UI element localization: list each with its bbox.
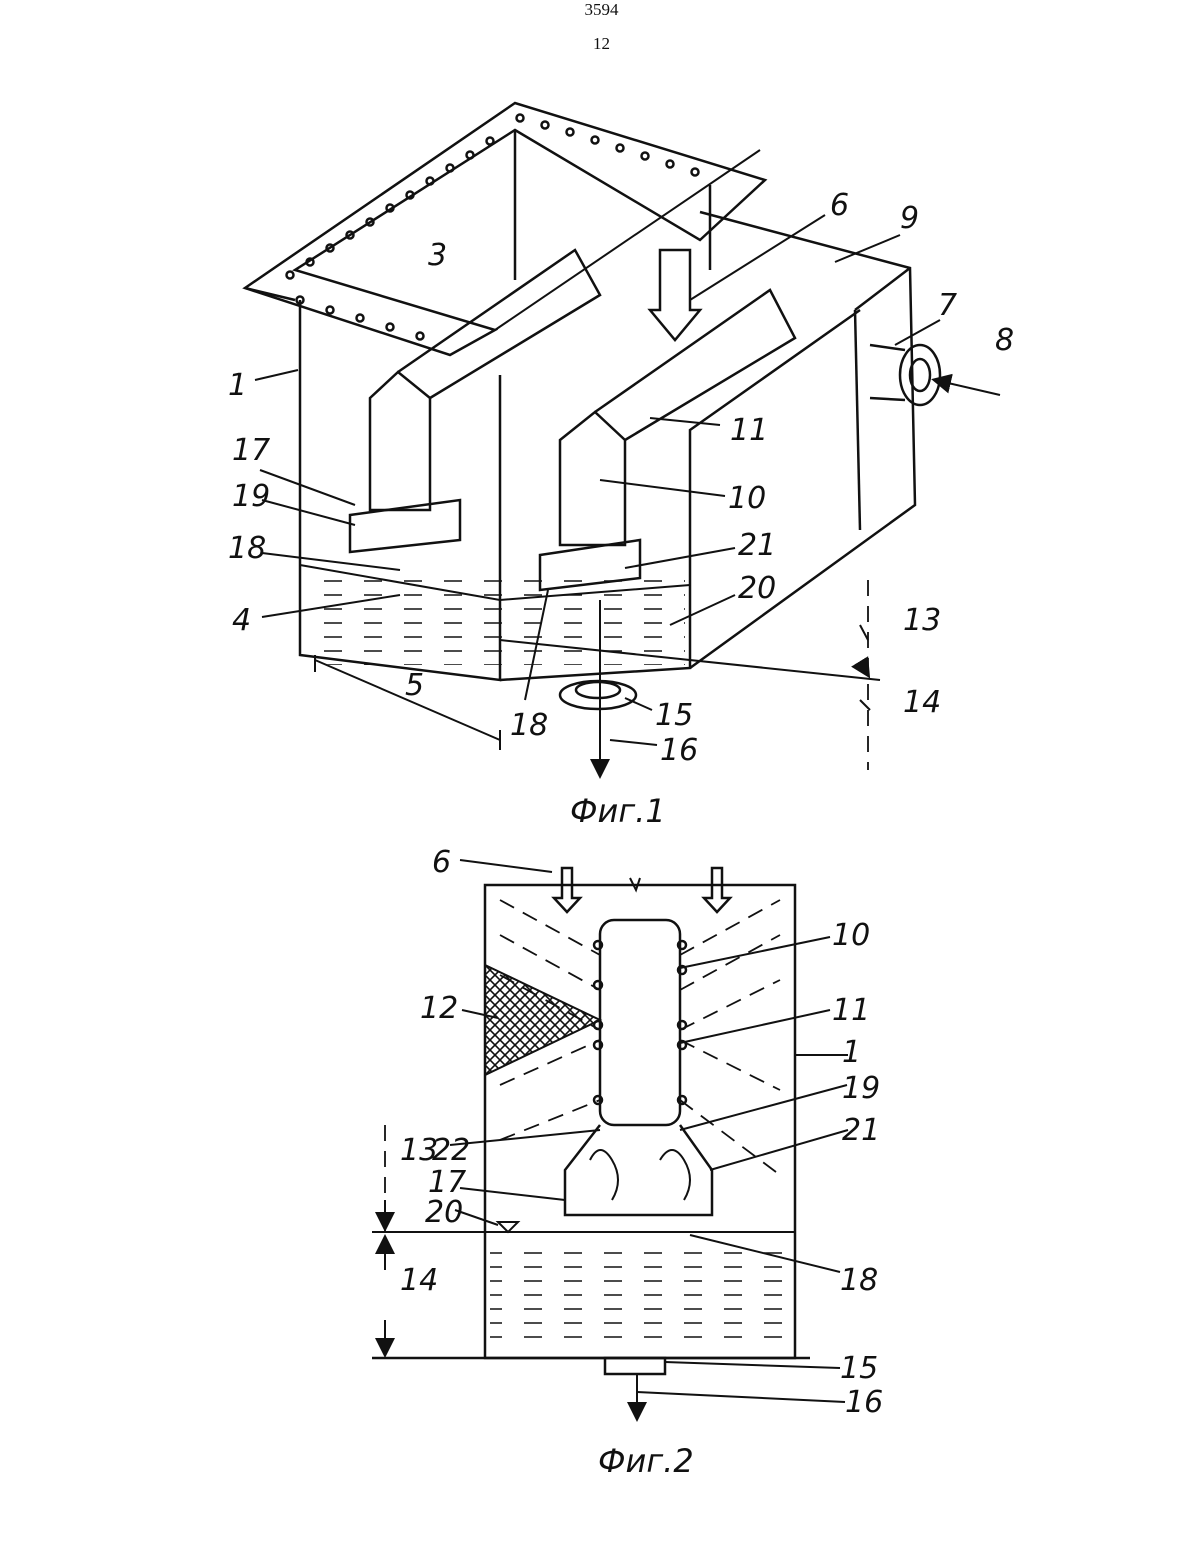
fig1-label-4: 4 xyxy=(232,603,251,638)
fig2-label-11: 11 xyxy=(832,993,870,1028)
fig1-label-14: 14 xyxy=(903,685,941,720)
fig1-label-6: 6 xyxy=(830,188,849,223)
fig2-label-1: 1 xyxy=(842,1035,861,1070)
figure-1: 1 3 4 5 6 7 8 9 10 11 13 14 15 16 17 18 … xyxy=(228,103,1014,830)
fig1-label-18b: 18 xyxy=(510,708,548,743)
fig1-label-20: 20 xyxy=(738,571,776,606)
fig2-label-22: 22 xyxy=(432,1133,470,1168)
fig1-label-7: 7 xyxy=(938,288,957,323)
figure-2: 6 10 11 1 12 19 21 13 22 17 20 14 18 15 … xyxy=(372,845,883,1480)
fig1-label-21: 21 xyxy=(738,528,776,563)
fig2-label-12: 12 xyxy=(420,991,458,1026)
fig1-label-9: 9 xyxy=(900,201,919,236)
fig2-label-6: 6 xyxy=(432,845,451,880)
fig1-label-8: 8 xyxy=(995,323,1014,358)
fig2-label-20: 20 xyxy=(425,1195,463,1230)
fig1-label-16: 16 xyxy=(660,733,698,768)
fig2-label-10: 10 xyxy=(832,918,870,953)
fig1-label-15: 15 xyxy=(655,698,693,733)
fig1-label-5: 5 xyxy=(405,668,424,703)
fig1-label-11: 11 xyxy=(730,413,768,448)
fig2-label-18: 18 xyxy=(840,1263,878,1298)
fig1-label-13: 13 xyxy=(903,603,941,638)
fig2-label-16: 16 xyxy=(845,1385,883,1420)
fig1-label-17: 17 xyxy=(232,433,270,468)
fig1-label-18a: 18 xyxy=(228,531,266,566)
fig2-label-19: 19 xyxy=(842,1071,880,1106)
fig2-label-21: 21 xyxy=(842,1113,880,1148)
fig1-caption: Фиг.1 xyxy=(570,792,666,830)
fig1-label-19: 19 xyxy=(232,479,270,514)
fig1-label-1: 1 xyxy=(228,368,247,403)
nozzle-dots xyxy=(594,941,686,1104)
fig1-label-3: 3 xyxy=(428,238,447,273)
fig1-label-10: 10 xyxy=(728,481,766,516)
fig2-label-15: 15 xyxy=(840,1351,878,1386)
fig2-label-14: 14 xyxy=(400,1263,438,1298)
fig2-caption: Фиг.2 xyxy=(598,1442,694,1480)
